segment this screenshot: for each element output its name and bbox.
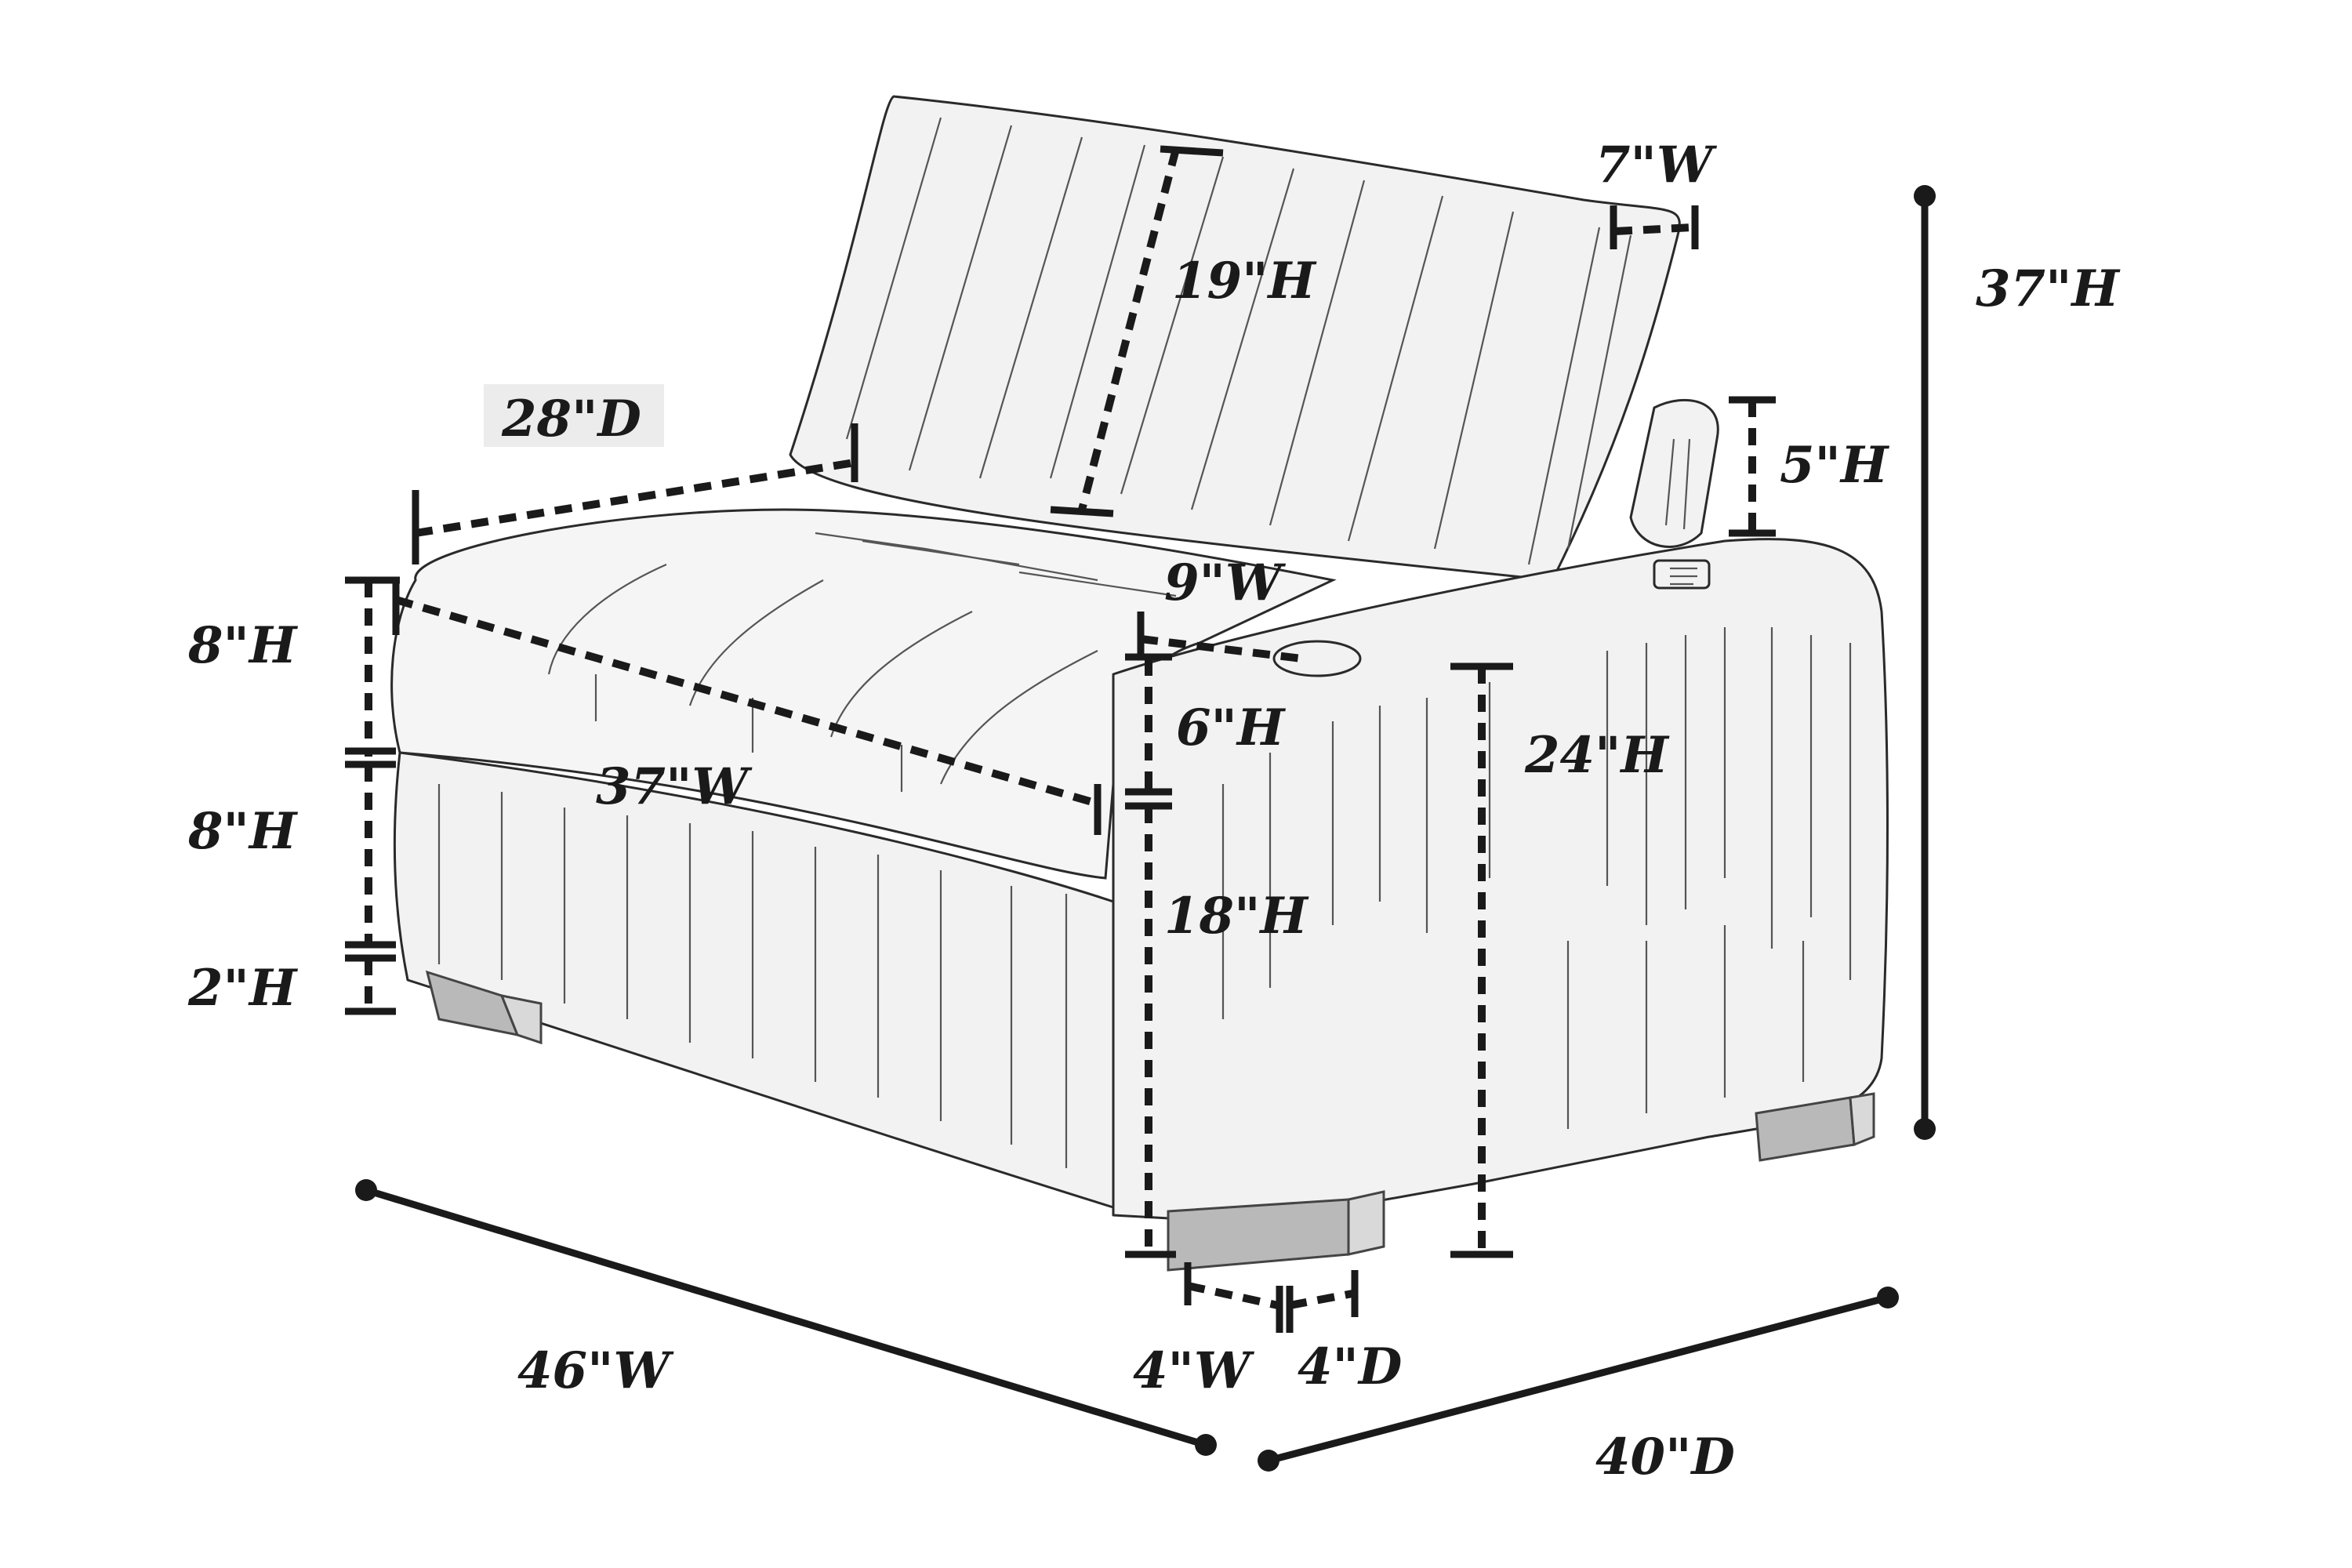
label-overall-depth: 40"D <box>1595 1428 1735 1486</box>
seat-depth-label-bg <box>484 384 664 447</box>
front-base-texture <box>437 784 1068 1168</box>
dimension-lines <box>345 145 1936 1472</box>
chair-front-base <box>393 751 1115 1209</box>
label-seat-height: 18"H <box>1164 887 1309 946</box>
seat-texture <box>547 532 1177 792</box>
chair-illustration <box>390 95 1889 1272</box>
backrest-texture <box>845 117 1632 565</box>
dim-back-height-line <box>1078 147 1180 511</box>
label-overall-height: 37"H <box>1976 260 2121 318</box>
chair-backrest <box>789 95 1681 582</box>
label-leg-width: 4"W <box>1133 1341 1255 1400</box>
dim-leg-depth-line <box>1289 1290 1353 1309</box>
dim-seat-width-line <box>394 596 1099 808</box>
label-back-side-width: 7"W <box>1595 136 1718 194</box>
label-seat-depth: 28"D <box>501 390 641 448</box>
label-console-width: 9"W <box>1164 554 1287 612</box>
label-leg-height: 2"H <box>187 959 299 1018</box>
dim-back-side-width-line <box>1614 223 1694 235</box>
label-cushion-height: 8"H <box>187 616 299 675</box>
dim-leg-width-line <box>1186 1282 1279 1309</box>
label-seat-width: 37"W <box>596 757 753 816</box>
label-leg-depth: 4"D <box>1298 1338 1403 1396</box>
arm-texture <box>1221 627 1852 1129</box>
label-arm-height: 24"H <box>1524 726 1670 785</box>
dimension-labels: 19"H 7"W 37"H 28"D 5"H 9"W 8"H 6"H 24"H … <box>187 136 2121 1486</box>
usb-port <box>1653 559 1711 590</box>
label-pillow-height: 5"H <box>1780 436 1890 495</box>
dim-overall-depth-line <box>1267 1294 1889 1465</box>
cup-holder <box>1272 640 1362 677</box>
label-overall-width: 46"W <box>517 1341 674 1400</box>
chair-side-pillow <box>1629 398 1719 548</box>
dim-seat-depth-line <box>415 459 855 537</box>
chair-leg-front <box>1167 1198 1350 1272</box>
label-base-height: 8"H <box>187 802 299 861</box>
label-console-height: 6"H <box>1176 699 1287 757</box>
label-back-height: 19"H <box>1172 252 1317 310</box>
dim-overall-width-line <box>365 1186 1207 1449</box>
